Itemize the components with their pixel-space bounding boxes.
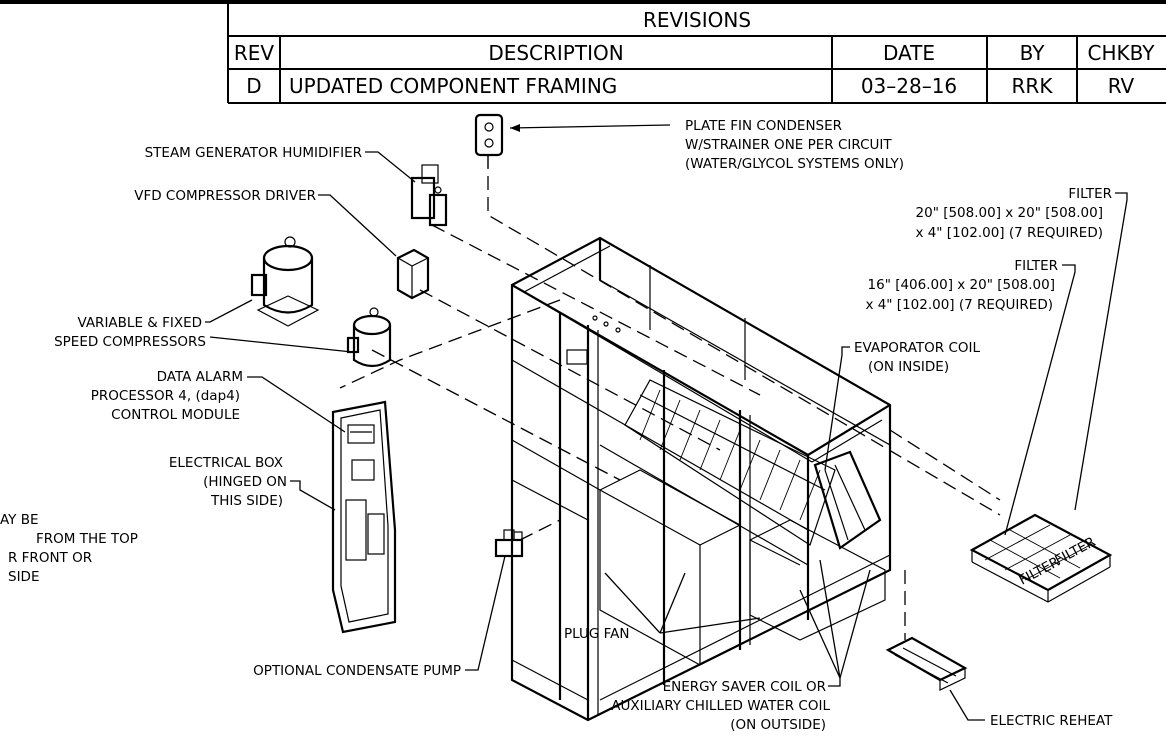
side-note-3: R FRONT OR — [8, 550, 92, 566]
callout-side-note: AY BE FROM THE TOP R FRONT OR SIDE — [0, 512, 138, 585]
plate-fin-label-2: W/STRAINER ONE PER CIRCUIT — [685, 137, 892, 153]
dap4-label-2: PROCESSOR 4, (dap4) — [91, 388, 240, 404]
header-description: DESCRIPTION — [488, 41, 623, 65]
unit-frame — [510, 236, 892, 722]
electric-reheat-label: ELECTRIC REHEAT — [990, 713, 1113, 729]
filter-2-label-2: 16" [406.00] x 20" [508.00] — [868, 277, 1055, 293]
electrical-box-label-3: THIS SIDE) — [210, 493, 283, 509]
condensate-pump-label: OPTIONAL CONDENSATE PUMP — [253, 663, 461, 679]
callout-compressors: VARIABLE & FIXED SPEED COMPRESSORS — [54, 315, 206, 350]
electrical-box-label-1: ELECTRICAL BOX — [169, 455, 283, 471]
callout-dap4: DATA ALARM PROCESSOR 4, (dap4) CONTROL M… — [91, 369, 243, 423]
plug-fan-label: PLUG FAN — [564, 626, 629, 642]
plate-fin-label-3: (WATER/GLYCOL SYSTEMS ONLY) — [685, 156, 904, 172]
filter-rack-part: FILTER FILTER — [969, 513, 1113, 603]
plate-fin-condenser-part — [474, 113, 504, 168]
compressors-label-1: VARIABLE & FIXED — [77, 315, 202, 331]
energy-saver-label-3: (ON OUTSIDE) — [730, 717, 826, 733]
filter-2-label-1: FILTER — [1014, 258, 1058, 274]
header-rev: REV — [234, 41, 275, 65]
evaporator-label-1: EVAPORATOR COIL — [854, 340, 981, 356]
header-by: BY — [1020, 41, 1046, 65]
humidifier-label: STEAM GENERATOR HUMIDIFIER — [145, 145, 362, 161]
condensate-pump-part — [494, 529, 524, 558]
humidifier-part — [410, 164, 448, 227]
dap4-label-1: DATA ALARM — [157, 369, 243, 385]
side-note-4: SIDE — [8, 569, 39, 585]
revisions-table: REVISIONS REV DESCRIPTION DATE BY CHKBY … — [227, 2, 1166, 104]
row-by: RRK — [1012, 74, 1054, 98]
row-description: UPDATED COMPONENT FRAMING — [289, 74, 617, 98]
compressor-large-part — [250, 236, 320, 327]
row-chkby: RV — [1108, 74, 1135, 98]
compressors-label-2: SPEED COMPRESSORS — [54, 334, 206, 350]
energy-saver-label-1: ENERGY SAVER COIL OR — [663, 679, 826, 695]
filter-1-label-3: x 4" [102.00] (7 REQUIRED) — [915, 225, 1103, 241]
leader-lines — [205, 124, 1128, 721]
header-date: DATE — [883, 41, 935, 65]
electrical-box-label-2: (HINGED ON — [203, 474, 287, 490]
plate-fin-label-1: PLATE FIN CONDENSER — [685, 118, 842, 134]
filter-1-label-1: FILTER — [1068, 186, 1112, 202]
evaporator-coil — [624, 379, 882, 550]
electric-reheat-part — [885, 636, 968, 691]
vfd-label: VFD COMPRESSOR DRIVER — [134, 188, 316, 204]
side-note-2: FROM THE TOP — [36, 531, 138, 547]
energy-saver-label-2: AUXILIARY CHILLED WATER COIL — [611, 698, 830, 714]
callout-energy-saver: ENERGY SAVER COIL OR AUXILIARY CHILLED W… — [611, 679, 830, 733]
row-date: 03–28–16 — [861, 74, 957, 98]
callout-filter-2: FILTER 16" [406.00] x 20" [508.00] x 4" … — [865, 258, 1058, 313]
assembly-dashed-lines — [339, 155, 1001, 640]
filter-1-label-2: 20" [508.00] x 20" [508.00] — [916, 205, 1103, 221]
filter-marking-2: FILTER — [1052, 534, 1098, 569]
row-rev: D — [246, 74, 261, 98]
callout-filter-1: FILTER 20" [508.00] x 20" [508.00] x 4" … — [915, 186, 1112, 241]
evaporator-label-2: (ON INSIDE) — [868, 359, 949, 375]
revisions-title: REVISIONS — [643, 8, 751, 32]
callout-plate-fin: PLATE FIN CONDENSER W/STRAINER ONE PER C… — [685, 118, 904, 172]
compressor-small-part — [346, 307, 392, 368]
header-chkby: CHKBY — [1088, 41, 1156, 65]
filter-2-label-3: x 4" [102.00] (7 REQUIRED) — [865, 297, 1053, 313]
plug-fans — [599, 469, 886, 666]
side-note-1: AY BE — [0, 512, 39, 528]
callout-evaporator: EVAPORATOR COIL (ON INSIDE) — [854, 340, 981, 375]
dap4-label-3: CONTROL MODULE — [111, 407, 240, 423]
callout-electrical-box: ELECTRICAL BOX (HINGED ON THIS SIDE) — [169, 455, 287, 509]
electrical-box-part — [331, 400, 397, 634]
vfd-part — [396, 248, 430, 300]
